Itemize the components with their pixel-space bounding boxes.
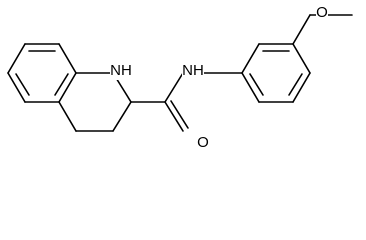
carbonyl-oxygen-label-bg <box>197 135 209 151</box>
amine-nh-label: NH <box>110 62 132 79</box>
saturated-ring <box>58 72 132 132</box>
methoxy-oxygen-label-bg <box>316 5 328 21</box>
amide-nh-label: NH <box>182 62 204 79</box>
methoxy-oxygen-label: O <box>316 4 328 21</box>
methoxyphenyl-ring <box>241 43 311 103</box>
molecule-drawing: NH NH O O <box>7 4 353 151</box>
amide-nh-label-bg <box>182 62 204 80</box>
amide-linker <box>130 72 243 132</box>
carbonyl-oxygen-label: O <box>197 134 209 151</box>
benzo-ring <box>7 43 77 103</box>
amine-nh-label-bg <box>110 62 132 80</box>
chemical-structure-canvas: NH NH O O <box>7 3 353 151</box>
